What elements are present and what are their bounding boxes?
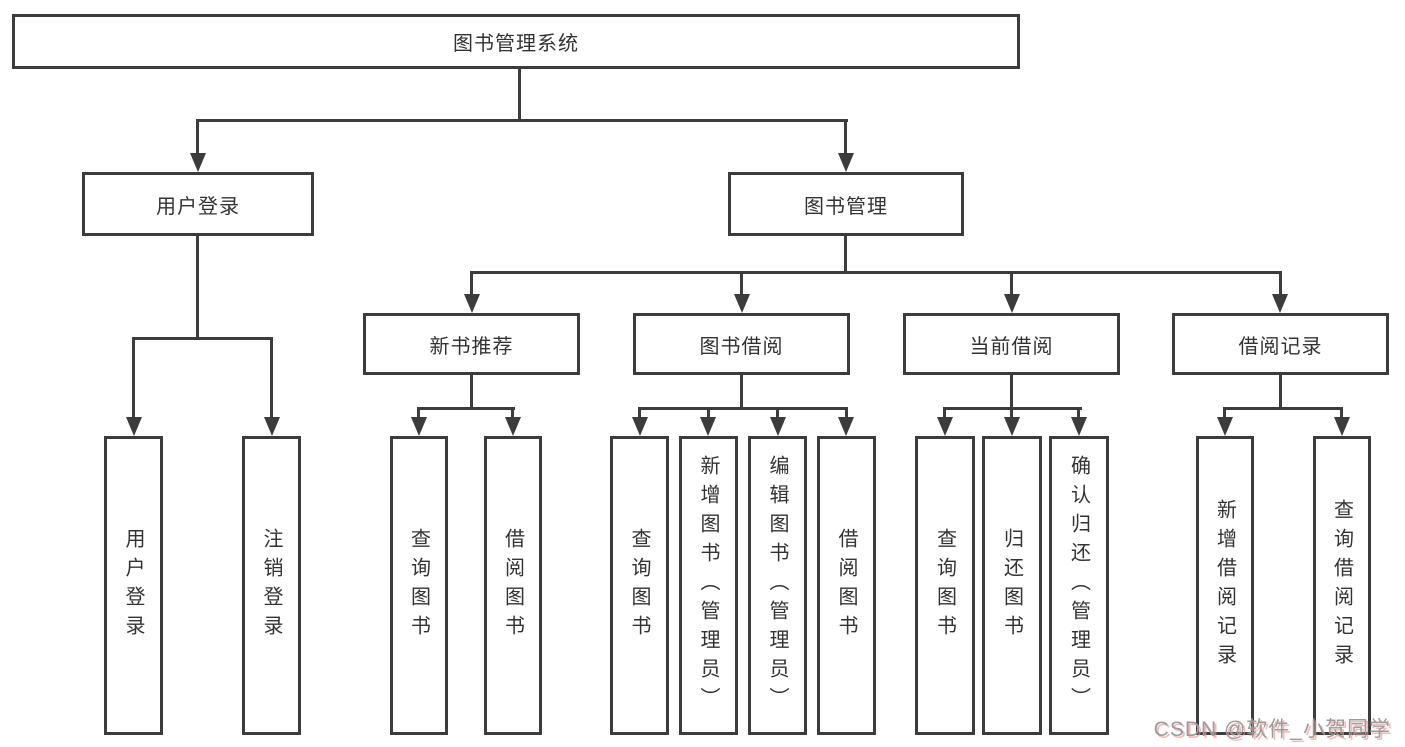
node-user-login: 用户登录 <box>82 172 314 236</box>
leaf-current-confirm-return-admin-label: 确认归还（管理员） <box>1067 455 1090 716</box>
leaf-logout: 注销登录 <box>242 436 301 735</box>
arrow-down-icon <box>1071 417 1087 436</box>
connector-borrow-crossbar <box>638 407 848 410</box>
node-borrow-label: 图书借阅 <box>699 335 784 358</box>
arrow-down-icon <box>1334 417 1350 436</box>
leaf-user-login: 用户登录 <box>104 436 163 735</box>
connector-borrow-stem <box>740 375 743 410</box>
connector-current-stem <box>1010 375 1013 410</box>
node-user-login-label: 用户登录 <box>156 195 240 218</box>
connector-to-leaf-login <box>132 337 135 417</box>
connector-leaf-stub <box>1077 407 1080 419</box>
leaf-current-return-books: 归还图书 <box>982 436 1042 735</box>
leaf-borrow-add-books-admin-label: 新增图书（管理员） <box>697 455 719 716</box>
leaf-current-confirm-return-admin: 确认归还（管理员） <box>1049 436 1109 735</box>
arrow-down-icon <box>937 417 953 436</box>
leaf-borrow-borrow-books-label: 借阅图书 <box>835 527 857 644</box>
leaf-newbook-borrow-books: 借阅图书 <box>484 436 542 735</box>
arrow-down-icon <box>838 417 854 436</box>
arrow-down-icon <box>734 294 750 313</box>
node-root-label: 图书管理系统 <box>453 33 579 55</box>
connector-records-stem <box>1279 375 1282 410</box>
leaf-records-add-record-label: 新增借阅记录 <box>1213 498 1236 673</box>
connector-leaf-stub <box>1223 407 1226 419</box>
node-borrow-records: 借阅记录 <box>1172 313 1389 375</box>
leaf-borrow-edit-books-admin: 编辑图书（管理员） <box>748 436 807 735</box>
leaf-logout-label: 注销登录 <box>260 527 282 644</box>
leaf-user-login-label: 用户登录 <box>122 527 144 644</box>
leaf-borrow-borrow-books: 借阅图书 <box>817 436 876 735</box>
connector-new-book-stem <box>470 375 473 410</box>
leaf-current-return-books-label: 归还图书 <box>1000 527 1023 644</box>
node-new-book-recommend: 新书推荐 <box>363 313 580 375</box>
arrow-down-icon <box>838 153 854 172</box>
connector-leaf-stub <box>845 407 848 419</box>
connector-user-login-stem <box>196 236 199 340</box>
leaf-borrow-query-books: 查询图书 <box>610 436 669 735</box>
leaf-current-query-books-label: 查询图书 <box>933 527 956 644</box>
connector-new-book-crossbar <box>417 407 515 410</box>
connector-leaf-stub <box>511 407 514 419</box>
node-book-mgmt: 图书管理 <box>728 172 964 236</box>
node-new-book-label: 新书推荐 <box>429 335 514 358</box>
connector-root-stem <box>518 69 521 122</box>
arrow-down-icon <box>1004 417 1020 436</box>
connector-leaf-stub <box>943 407 946 419</box>
connector-leaf-stub <box>417 407 420 419</box>
arrow-down-icon <box>770 417 786 436</box>
connector-to-current <box>1010 271 1013 297</box>
arrow-down-icon <box>700 417 716 436</box>
connector-to-new-book <box>470 271 473 297</box>
connector-leaf-stub <box>1340 407 1343 419</box>
arrow-down-icon <box>190 153 206 172</box>
connector-to-records <box>1279 271 1282 297</box>
arrow-down-icon <box>505 417 521 436</box>
leaf-newbook-query-books-label: 查询图书 <box>407 527 430 644</box>
connector-to-book-mgmt <box>844 119 847 156</box>
leaf-borrow-edit-books-admin-label: 编辑图书（管理员） <box>766 455 788 716</box>
node-book-borrow: 图书借阅 <box>633 313 850 375</box>
arrow-down-icon <box>1217 417 1233 436</box>
connector-book-mgmt-stem <box>844 236 847 274</box>
arrow-down-icon <box>411 417 427 436</box>
connector-to-user-login <box>196 119 199 156</box>
arrow-down-icon <box>264 417 280 436</box>
connector-leaf-stub <box>776 407 779 419</box>
leaf-records-query-record-label: 查询借阅记录 <box>1330 498 1353 673</box>
leaf-borrow-add-books-admin: 新增图书（管理员） <box>679 436 738 735</box>
leaf-current-query-books: 查询图书 <box>915 436 975 735</box>
connector-to-leaf-logout <box>270 337 273 417</box>
node-book-mgmt-label: 图书管理 <box>804 195 888 218</box>
node-records-label: 借阅记录 <box>1238 335 1323 358</box>
node-current-borrow: 当前借阅 <box>903 313 1120 375</box>
node-current-label: 当前借阅 <box>969 335 1054 358</box>
leaf-records-add-record: 新增借阅记录 <box>1196 436 1254 735</box>
arrow-down-icon <box>1272 294 1288 313</box>
leaf-newbook-query-books: 查询图书 <box>390 436 448 735</box>
connector-root-crossbar <box>196 119 848 122</box>
leaf-newbook-borrow-books-label: 借阅图书 <box>501 527 524 644</box>
connector-leaf-stub <box>707 407 710 419</box>
leaf-borrow-query-books-label: 查询图书 <box>628 527 650 644</box>
arrow-down-icon <box>632 417 648 436</box>
arrow-down-icon <box>464 294 480 313</box>
connector-leaf-stub <box>638 407 641 419</box>
connector-user-login-crossbar <box>132 337 273 340</box>
connector-records-crossbar <box>1223 407 1343 410</box>
node-root-system: 图书管理系统 <box>12 14 1020 69</box>
arrow-down-icon <box>1004 294 1020 313</box>
connector-leaf-stub <box>1010 407 1013 419</box>
leaf-records-query-record: 查询借阅记录 <box>1313 436 1371 735</box>
csdn-watermark: CSDN @软件_小贺同学 <box>1153 718 1391 741</box>
connector-to-borrow <box>740 271 743 297</box>
arrow-down-icon <box>126 417 142 436</box>
connector-book-mgmt-crossbar <box>470 271 1282 274</box>
